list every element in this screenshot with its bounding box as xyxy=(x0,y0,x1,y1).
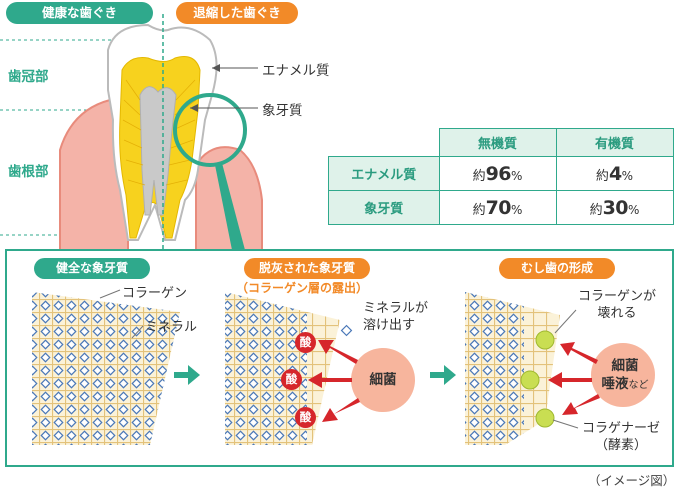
arrow-right-icon xyxy=(174,365,200,385)
collagenase-dot xyxy=(520,370,540,390)
table-row: エナメル質 約96% 約4% xyxy=(328,156,674,191)
column-header-organic: 有機質 xyxy=(555,128,674,157)
enamel-annotation: エナメル質 xyxy=(262,63,330,79)
dentin-annotation: 象牙質 xyxy=(262,103,303,119)
demineralized-subtitle: （コラーゲン層の露出） xyxy=(236,281,369,295)
mineral-label: ミネラル xyxy=(145,320,198,335)
acid-badge: 酸 xyxy=(295,407,316,428)
composition-table: 無機質 有機質 エナメル質 約96% 約4% 象牙質 約70% 約30% xyxy=(328,128,674,225)
cell-dentin-organic: 約30% xyxy=(555,190,674,225)
cavity-formation-title: むし歯の形成 xyxy=(499,258,615,279)
enzyme-arrows xyxy=(548,342,600,415)
demineralized-dentin-title: 脱灰された象牙質 xyxy=(244,258,370,279)
cell-enamel-organic: 約4% xyxy=(555,156,674,191)
collagen-label: コラーゲン xyxy=(122,286,188,301)
collagen-breaks-label: コラーゲンが 壊れる xyxy=(578,289,657,321)
healthy-gum-label: 健康な歯ぐき xyxy=(6,2,153,24)
table-row: 象牙質 約70% 約30% xyxy=(328,190,674,225)
bacteria-label: 細菌 xyxy=(369,372,397,388)
acid-badge: 酸 xyxy=(281,369,302,390)
bacteria-circle xyxy=(351,348,415,412)
root-label: 歯根部 xyxy=(8,164,49,180)
image-note: （イメージ図） xyxy=(588,473,676,488)
healthy-mesh xyxy=(32,292,180,445)
receded-gum-label: 退縮した歯ぐき xyxy=(176,2,298,24)
dissolving-mineral-icon xyxy=(340,324,353,337)
mineral-dissolve-label: ミネラルが 溶け出す xyxy=(363,301,429,333)
healthy-dentin-title: 健全な象牙質 xyxy=(34,258,150,279)
bacteria-saliva-label: 細菌 唾液など xyxy=(601,358,649,392)
bacteria-saliva-circle xyxy=(591,343,655,407)
row-header-dentin: 象牙質 xyxy=(328,190,440,225)
cell-enamel-inorganic: 約96% xyxy=(438,156,557,191)
collagenase-label: コラゲナーゼ （酵素） xyxy=(582,421,661,453)
column-header-inorganic: 無機質 xyxy=(438,128,557,157)
collagenase-dot xyxy=(535,408,555,428)
acid-badge: 酸 xyxy=(295,332,316,353)
acid-arrows xyxy=(308,340,360,422)
crown-label: 歯冠部 xyxy=(8,69,49,85)
collagenase-dot xyxy=(535,330,555,350)
demineralized-mesh xyxy=(225,292,340,445)
process-panel xyxy=(5,249,674,467)
cell-dentin-inorganic: 約70% xyxy=(438,190,557,225)
zoom-circle xyxy=(173,93,247,167)
arrow-right-icon xyxy=(430,365,456,385)
tooth-pulp xyxy=(139,86,177,216)
tooth-illustration xyxy=(0,14,263,250)
